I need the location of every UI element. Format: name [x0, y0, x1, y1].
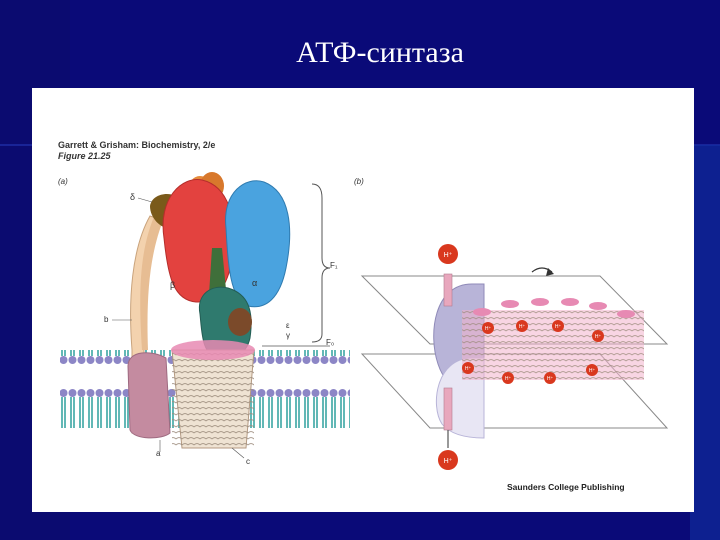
helix-top-4: [561, 298, 579, 306]
leader-c: [231, 447, 245, 459]
membrane-plane-top: [360, 275, 669, 345]
proton-ring-1: H⁺: [482, 322, 494, 334]
atp-synthase-figure: Garrett & Grisham: Biochemistry, 2/e Fig…: [32, 88, 694, 512]
c-ring-top: [171, 340, 255, 360]
label-a: a: [156, 449, 161, 458]
proton-ring-label-8: H⁺: [589, 368, 596, 374]
proton-top: H⁺: [438, 244, 458, 264]
proton-ring-label-5: H⁺: [465, 366, 472, 372]
proton-ring-3: H⁺: [552, 320, 564, 332]
proton-label-bottom: H⁺: [444, 458, 453, 465]
label-delta: δ: [130, 192, 135, 202]
leader-delta: [137, 197, 153, 203]
proton-ring-label-6: H⁺: [505, 376, 512, 382]
proton-bottom: H⁺: [438, 450, 458, 470]
proton-ring-7: H⁺: [544, 372, 556, 384]
label-c: c: [246, 457, 250, 466]
c-ring-helices-b: [462, 310, 644, 380]
panel-a-label: (a): [58, 177, 68, 186]
proton-ring-label-3: H⁺: [555, 324, 562, 330]
panel-b-label: (b): [354, 177, 364, 186]
proton-ring-6: H⁺: [502, 372, 514, 384]
label-gamma: γ: [286, 331, 290, 340]
proton-inlet: [443, 273, 453, 307]
label-b: b: [104, 315, 109, 324]
figure-drawing: (a): [58, 172, 669, 470]
b-subunit-second: [140, 212, 164, 350]
helix-top-1: [473, 308, 491, 316]
proton-ring-label-2: H⁺: [519, 324, 526, 330]
label-beta: β: [170, 280, 175, 290]
caption-line-2: Figure 21.25: [58, 151, 111, 161]
rotation-arrowhead: [546, 268, 554, 276]
label-f1: F₁: [330, 261, 338, 270]
f1-bracket: [311, 183, 331, 343]
helix-top-5: [589, 302, 607, 310]
proton-ring-4: H⁺: [592, 330, 604, 342]
alpha-subunit: [225, 180, 291, 308]
helix-top-2: [501, 300, 519, 308]
proton-label-top: H⁺: [444, 252, 453, 259]
label-f0: F₀: [326, 338, 334, 347]
epsilon-subunit: [228, 308, 252, 336]
proton-ring-8: H⁺: [586, 364, 598, 376]
caption-line-1: Garrett & Grisham: Biochemistry, 2/e: [58, 140, 216, 150]
proton-ring-label-1: H⁺: [485, 326, 492, 332]
helix-top-3: [531, 298, 549, 306]
label-alpha: α: [252, 278, 257, 288]
publisher-credit: Saunders College Publishing: [507, 482, 625, 492]
proton-ring-label-4: H⁺: [595, 334, 602, 340]
c-ring-helices: [172, 350, 254, 448]
proton-outlet: [443, 387, 453, 431]
panel-a: (a): [58, 172, 350, 466]
helix-top-6: [617, 310, 635, 318]
figure-caption: Garrett & Grisham: Biochemistry, 2/e Fig…: [58, 140, 215, 162]
slide-title: АТФ-синтаза: [296, 36, 464, 69]
a-subunit: [127, 352, 171, 439]
panel-b: (b) H⁺: [354, 177, 669, 470]
label-epsilon: ε: [286, 321, 290, 330]
proton-ring-label-7: H⁺: [547, 376, 554, 382]
proton-ring-2: H⁺: [516, 320, 528, 332]
proton-ring-5: H⁺: [462, 362, 474, 374]
